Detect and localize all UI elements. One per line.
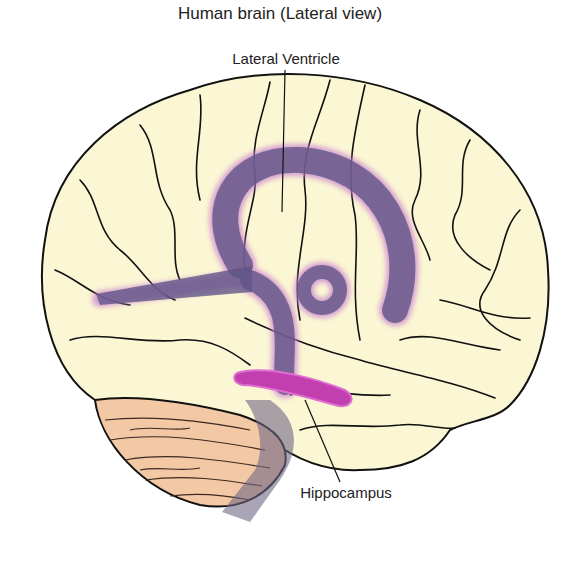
leader-line [305,400,340,482]
part-label: Hippocampus [300,484,392,501]
sulci-lines [55,80,530,430]
lateral-ventricle-shape [96,160,402,385]
leader-line [282,70,285,212]
diagram-title: Human brain (Lateral view) [178,4,382,24]
part-label: Lateral Ventricle [232,50,340,67]
brainstem [222,400,294,522]
hippocampus-shape [234,370,351,406]
